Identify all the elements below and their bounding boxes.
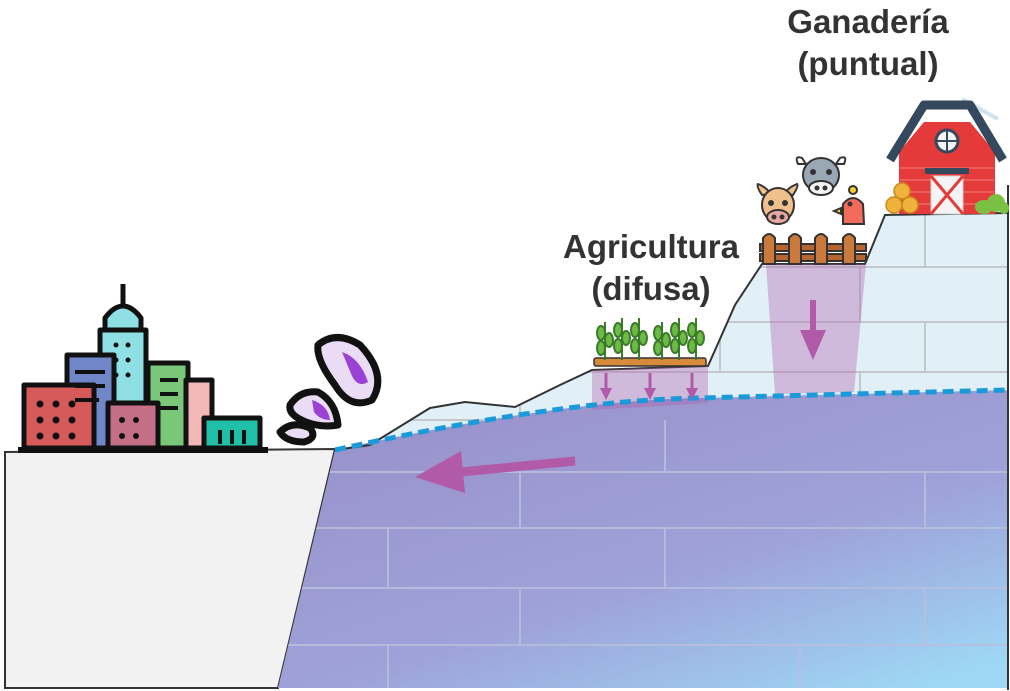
agriculture-label-line1: Agricultura xyxy=(563,228,740,265)
agriculture-down-arrows xyxy=(600,373,698,400)
livestock-label-line1: Ganadería xyxy=(787,3,949,40)
left-land-block xyxy=(4,447,337,689)
bull-icon xyxy=(795,156,847,196)
water-table-line xyxy=(334,387,1009,453)
water-drops-icon xyxy=(276,334,382,446)
hay-bales-icon xyxy=(885,182,919,214)
livestock-label-line2: (puntual) xyxy=(797,45,938,82)
city-icon xyxy=(18,284,268,453)
terrain-outline xyxy=(334,212,1009,451)
chicken-icon xyxy=(831,185,866,225)
barn-icon xyxy=(886,97,1007,215)
wheat-crops-icon xyxy=(593,318,707,367)
fence-icon xyxy=(759,233,867,265)
groundwater-flow-arrow xyxy=(415,451,576,493)
agriculture-label-line2: (difusa) xyxy=(591,270,710,307)
aquifer xyxy=(278,390,1008,688)
cow-icon xyxy=(756,182,799,225)
bush-icon xyxy=(975,194,1009,214)
livestock-down-arrow xyxy=(800,300,826,360)
